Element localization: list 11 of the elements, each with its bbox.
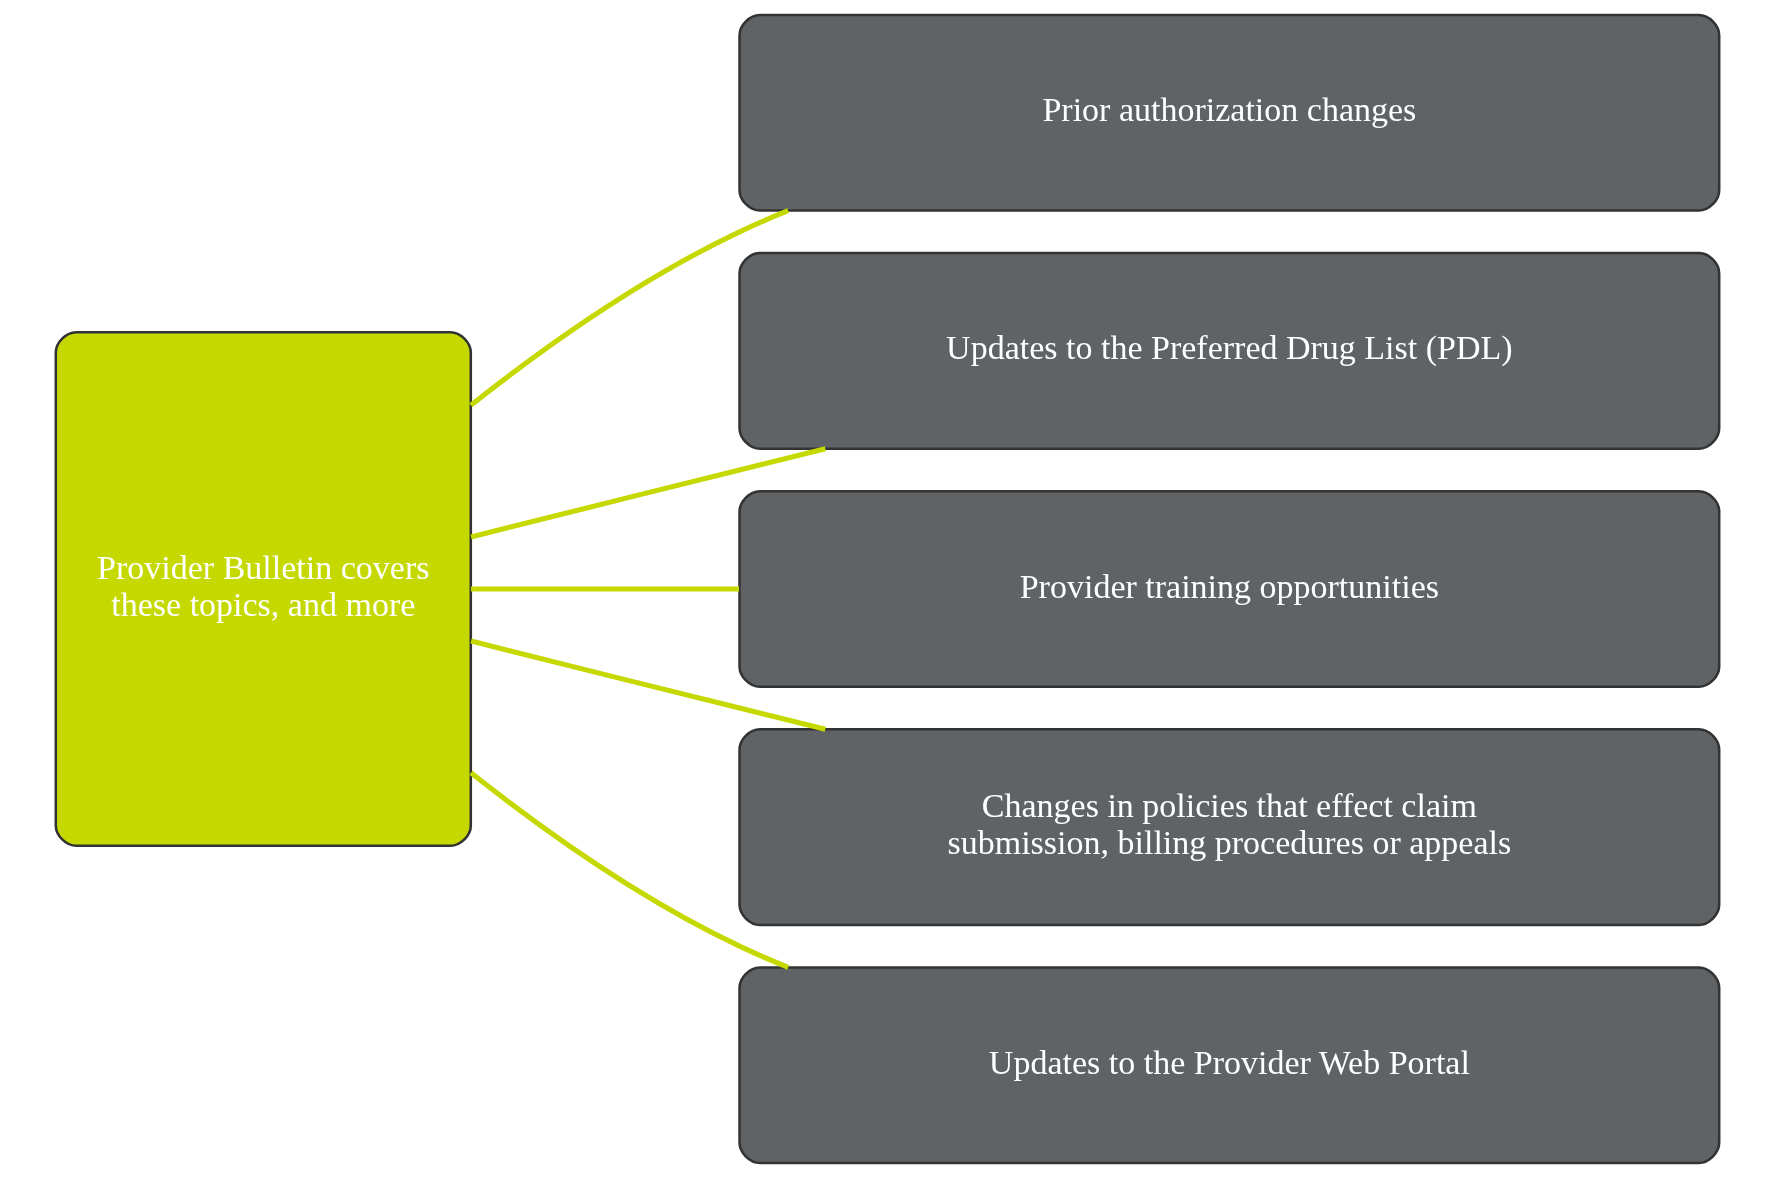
node-box: Provider Bulletin covers these topics, and more xyxy=(54,330,473,848)
node-box: Updates to the Provider Web Portal xyxy=(738,966,1721,1165)
connector xyxy=(470,638,826,732)
connector xyxy=(470,586,740,592)
connector xyxy=(469,208,790,408)
connector xyxy=(469,770,790,970)
node-box: Updates to the Preferred Drug List (PDL) xyxy=(738,251,1721,450)
node-box: Provider training opportunities xyxy=(738,489,1721,689)
connector xyxy=(470,446,826,540)
node-box: Changes in policies that effect claim submission, billing procedures or appeals xyxy=(738,728,1721,927)
node-box: Prior authorization changes xyxy=(738,13,1721,212)
